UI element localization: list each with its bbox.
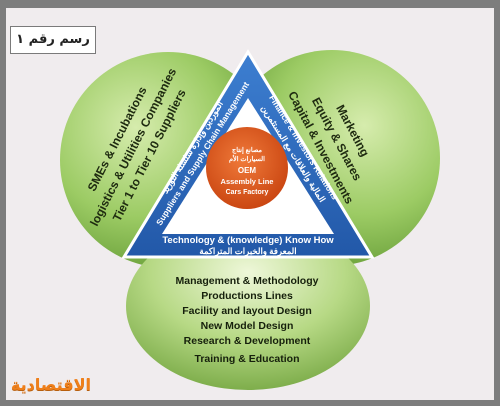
bottom-line-1: Management & Methodology	[176, 275, 319, 287]
bottom-line-3: Facility and layout Design	[182, 305, 312, 317]
center-circle	[206, 127, 288, 209]
center-line-5: Cars Factory	[226, 189, 269, 196]
bottom-line-5: Research & Development	[184, 335, 311, 347]
center-line-1: مصانع إنتاج	[232, 146, 262, 154]
figure-label: رسم رقم ١	[10, 26, 96, 54]
bottom-line-6: Training & Education	[194, 353, 299, 365]
bottom-line-2: Productions Lines	[201, 290, 293, 302]
center-line-3: OEM	[238, 166, 257, 175]
bottom-line-4: New Model Design	[201, 320, 294, 332]
triangle-bottom-english: Technology & (knowledge) Know How	[162, 235, 334, 246]
circle-bottom	[126, 222, 370, 390]
triangle-bottom-arabic: المعرفة والخبرات المتراكمة	[199, 246, 296, 257]
center-line-2: السيارات الأم	[229, 153, 265, 163]
brand-logo-text: الاقتصادية	[10, 375, 92, 394]
center-line-4: Assembly Line	[221, 177, 274, 186]
